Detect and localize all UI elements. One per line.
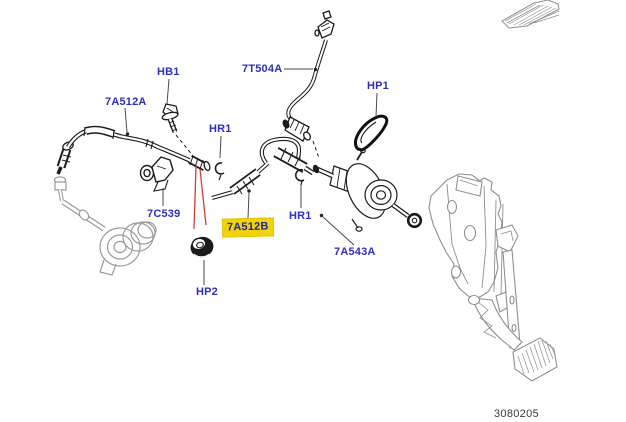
clutch-pipe-7a512b <box>211 136 315 201</box>
release-bearing-ring <box>99 227 141 267</box>
slave-cylinder <box>53 176 157 276</box>
quick-connect-coupling <box>187 155 211 172</box>
seal-gasket-hp1 <box>353 114 389 152</box>
grommet-hp2 <box>190 236 214 258</box>
drawing-number: 3080205 <box>494 408 539 420</box>
pedal-arm <box>471 297 523 351</box>
bracket-7c539 <box>139 156 174 192</box>
part-label-hr1-right[interactable]: HR1 <box>289 210 312 222</box>
retainer-clip-top <box>214 162 225 181</box>
hydraulic-tube-7t504a <box>282 10 335 159</box>
part-label-7a543a[interactable]: 7A543A <box>334 246 376 258</box>
part-label-7a512b-highlighted[interactable]: 7A512B <box>221 217 274 238</box>
part-label-7a512a[interactable]: 7A512A <box>105 96 147 108</box>
part-label-7t504a[interactable]: 7T504A <box>242 63 283 75</box>
master-cylinder-7a543a <box>312 148 423 232</box>
clutch-hose-7a512a <box>56 125 192 175</box>
retainer-clip-right <box>295 168 305 186</box>
part-label-hr1-top[interactable]: HR1 <box>209 123 232 135</box>
pedal-bracket-tab <box>495 224 519 253</box>
accelerator-pedal <box>501 0 560 29</box>
clutch-pedal-assembly <box>428 173 558 382</box>
part-label-hp2[interactable]: HP2 <box>196 286 218 298</box>
leader-lines <box>124 67 378 285</box>
pedal-pad <box>512 337 558 382</box>
part-label-hp1[interactable]: HP1 <box>367 80 389 92</box>
callout-lines-red <box>193 165 207 230</box>
bolt-hb1 <box>161 103 195 158</box>
part-label-hb1[interactable]: HB1 <box>157 66 180 78</box>
part-label-7c539[interactable]: 7C539 <box>147 208 181 220</box>
